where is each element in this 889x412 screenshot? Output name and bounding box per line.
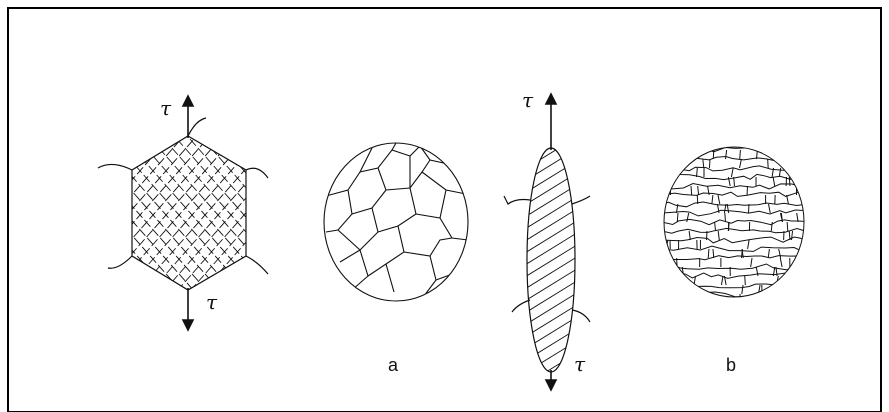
hatch-line xyxy=(520,300,585,340)
grain-structure-b xyxy=(662,147,818,303)
hatch-line xyxy=(797,276,799,285)
hatch-line xyxy=(756,267,758,276)
grain-boundary xyxy=(662,157,806,162)
hatch-line xyxy=(0,130,150,300)
hatch-line xyxy=(768,159,769,168)
hatch-line xyxy=(713,150,714,159)
hatch-line xyxy=(787,222,788,231)
hatch-line xyxy=(702,294,704,303)
tau-hexagon-bottom: τ xyxy=(206,290,217,314)
hatch-line xyxy=(769,204,771,213)
grain-boundary xyxy=(662,237,809,243)
hatch-line xyxy=(731,168,733,177)
grain-boundary xyxy=(662,210,806,216)
hatch-line xyxy=(773,177,775,186)
hatch-line xyxy=(721,276,723,285)
hatch-line xyxy=(520,156,585,196)
hatch-line xyxy=(687,150,688,159)
hatch-line xyxy=(674,168,675,177)
grain-boundary xyxy=(662,283,818,288)
hatch-line xyxy=(715,222,716,231)
hatch-line xyxy=(742,285,743,294)
hatch-line xyxy=(771,222,772,231)
hatch-line xyxy=(689,150,691,159)
hatch-line xyxy=(234,130,384,300)
hatch-line xyxy=(687,213,689,222)
grain-boundary xyxy=(662,174,808,180)
label-a: a xyxy=(388,355,398,376)
hatch-line xyxy=(709,159,710,168)
grain-boundary xyxy=(662,291,810,297)
grain-boundary xyxy=(662,228,811,233)
tau-elongated-top: τ xyxy=(522,88,533,112)
grain-boundary xyxy=(662,219,814,224)
hatch-line xyxy=(713,249,714,258)
figure-border xyxy=(8,8,881,412)
hatch-line xyxy=(718,195,720,204)
hatch-line xyxy=(779,168,780,177)
hatch-line xyxy=(779,249,781,258)
hatch-line xyxy=(691,186,692,195)
grain-boundary xyxy=(662,147,808,153)
grain-boundary xyxy=(662,202,807,207)
hatch-line xyxy=(768,249,769,258)
hatch-line xyxy=(520,168,585,208)
hatch-line xyxy=(740,150,741,159)
hatch-line xyxy=(234,130,384,300)
hatch-line xyxy=(751,258,752,267)
hatch-line xyxy=(678,294,679,303)
hatch-line xyxy=(677,213,678,222)
hatch-line xyxy=(792,159,793,168)
hatch-line xyxy=(247,130,397,300)
grain-boundary xyxy=(662,183,808,189)
hexagon-stress-arrows xyxy=(183,96,193,330)
hatch-line xyxy=(520,120,585,160)
hatch-line xyxy=(779,285,780,294)
tau-hexagon-top: τ xyxy=(160,96,171,120)
hatch-line xyxy=(520,144,585,184)
tau-elongated-bottom: τ xyxy=(574,352,585,376)
hatch-line xyxy=(748,240,750,249)
hatch-line xyxy=(726,150,727,159)
hatch-line xyxy=(520,276,585,316)
grain-boundary xyxy=(662,246,816,252)
hatch-line xyxy=(520,312,585,352)
hatch-line xyxy=(787,195,789,204)
elongated-stress-arrows xyxy=(546,94,556,390)
hatch-line xyxy=(698,186,699,195)
hatch-line xyxy=(783,159,785,168)
hatch-line xyxy=(247,130,397,300)
hatch-line xyxy=(703,159,704,168)
hatch-line xyxy=(712,195,713,204)
hatch-line xyxy=(708,249,709,258)
hexagon-crystal xyxy=(0,118,410,300)
grain-boundary xyxy=(662,264,807,270)
hatch-line xyxy=(725,213,726,222)
hatch-line xyxy=(520,132,585,172)
hatch-line xyxy=(718,231,719,240)
hatch-line xyxy=(780,258,782,267)
hatch-line xyxy=(789,177,790,186)
hatch-line xyxy=(0,130,150,300)
label-b: b xyxy=(726,355,736,376)
grain-structure-a xyxy=(324,143,468,301)
hatch-line xyxy=(745,276,746,285)
hatch-line xyxy=(689,231,690,240)
hatch-line xyxy=(740,159,742,168)
